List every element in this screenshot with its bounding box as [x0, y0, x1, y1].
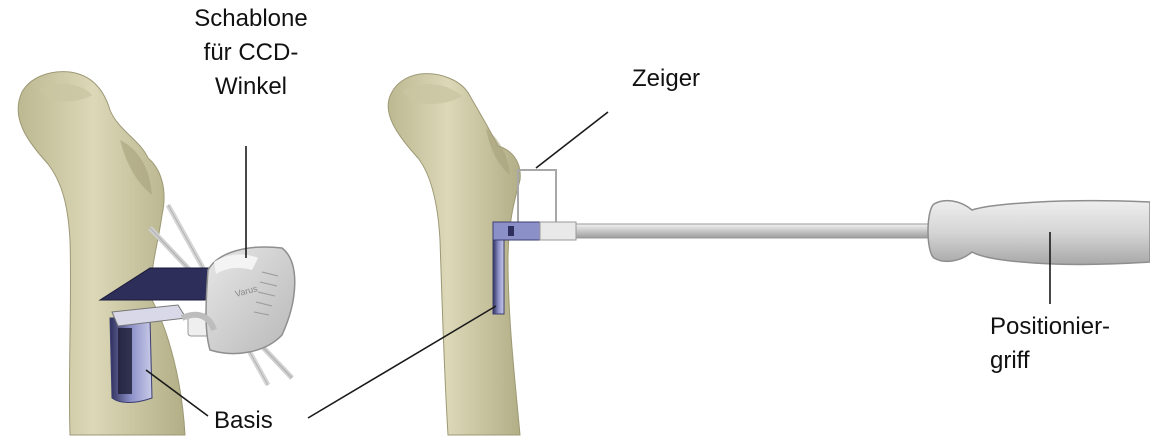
positioning-handle	[928, 201, 1150, 265]
label-handle: Positionier- griff	[990, 310, 1110, 378]
rod	[576, 224, 936, 238]
right-view	[388, 74, 1150, 435]
leader-pointer	[536, 112, 608, 168]
label-template-line-1: Schablone	[176, 2, 326, 36]
label-pointer: Zeiger	[632, 62, 700, 96]
label-template-line-2: für CCD-	[176, 36, 326, 70]
label-handle-line-2: griff	[990, 344, 1110, 378]
label-template: Schablone für CCD- Winkel	[176, 2, 326, 104]
left-view: Varus	[18, 72, 295, 435]
label-base: Basis	[214, 404, 273, 438]
label-template-line-3: Winkel	[176, 70, 326, 104]
pointer-wire	[518, 170, 556, 222]
label-handle-line-1: Positionier-	[990, 310, 1110, 344]
